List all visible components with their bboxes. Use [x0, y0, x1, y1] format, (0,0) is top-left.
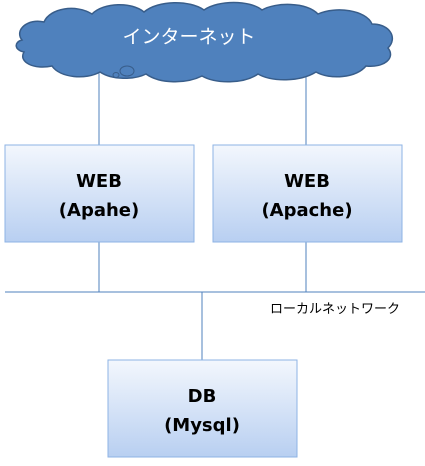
internet-cloud: インターネット: [15, 1, 393, 83]
web-server-2: WEB (Apache): [212, 144, 403, 243]
web-server-1-box: [4, 144, 195, 243]
db-server-box: [107, 359, 298, 458]
internet-label: インターネット: [122, 26, 255, 48]
cloud-icon: [15, 1, 393, 83]
db-server-title: DB: [188, 386, 217, 407]
cloud-tail-small: [112, 72, 120, 78]
cloud-tail-large: [119, 65, 135, 77]
web-server-2-box: [212, 144, 403, 243]
web-server-1: WEB (Apahe): [4, 144, 195, 243]
web-server-1-subtitle: (Apahe): [59, 200, 139, 221]
web-server-2-subtitle: (Apache): [261, 200, 352, 221]
db-server-subtitle: (Mysql): [164, 415, 240, 436]
web-server-2-title: WEB: [284, 171, 330, 192]
db-server: DB (Mysql): [107, 359, 298, 458]
web-server-1-title: WEB: [76, 171, 122, 192]
local-network-label: ローカルネットワーク: [270, 302, 400, 317]
